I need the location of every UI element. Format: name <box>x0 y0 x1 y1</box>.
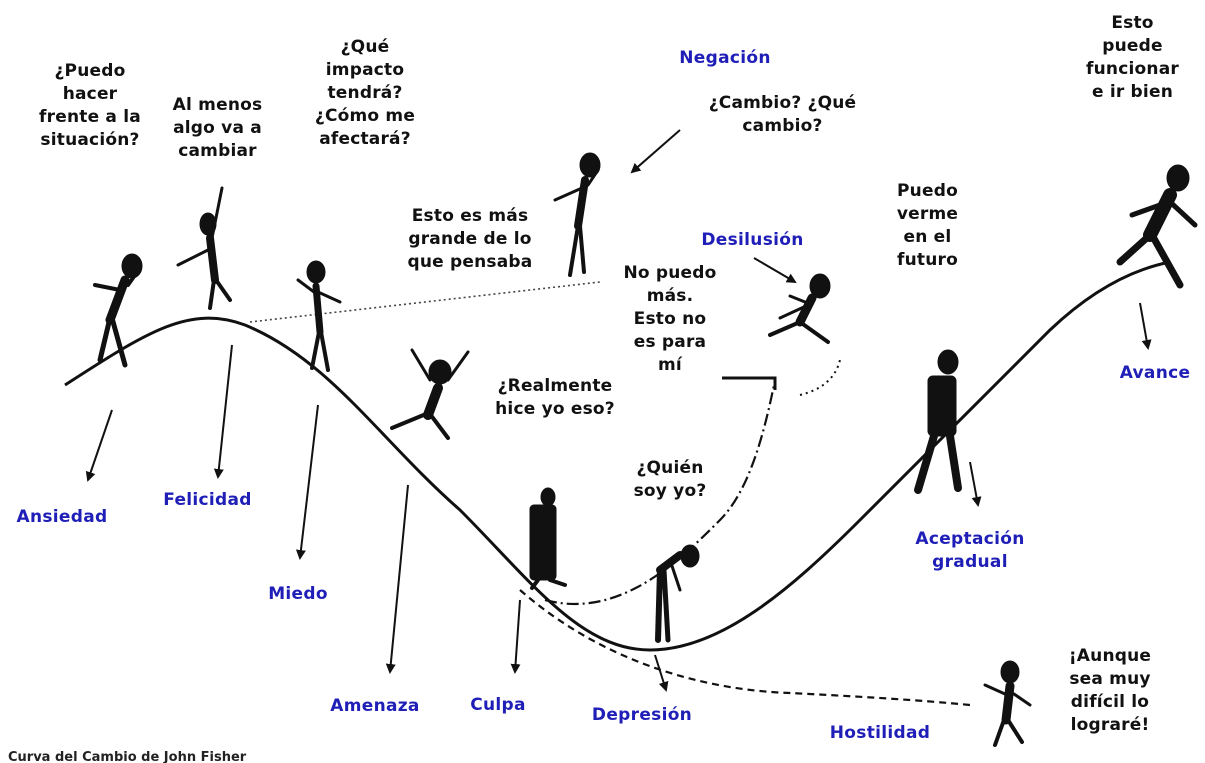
caption: Curva del Cambio de John Fisher <box>8 750 247 763</box>
figure-fear <box>296 260 342 372</box>
cliff-line <box>722 376 777 390</box>
figure-acceptance <box>914 349 962 494</box>
figure-hostility <box>983 660 1032 747</box>
figure-depression <box>655 544 700 643</box>
quote-aunque: ¡Aunque sea muy difícil lo lograré! <box>1068 646 1152 735</box>
label-miedo: Miedo <box>268 584 328 604</box>
figure-disillusion <box>768 273 831 344</box>
figures <box>93 152 1198 747</box>
quote-realmente: ¿Realmente hice yo eso? <box>495 376 615 419</box>
label-culpa: Culpa <box>470 695 526 715</box>
figure-guilt <box>529 487 567 590</box>
label-felicidad: Felicidad <box>163 490 252 510</box>
disillusion-dashdot-line <box>544 379 777 606</box>
label-arrows <box>85 129 1152 692</box>
figure-progress <box>1116 164 1198 289</box>
quote-no-puedo: No puedo más. Esto no es para mí <box>623 263 717 375</box>
quote-que-impacto: ¿Qué impacto tendrá? ¿Cómo me afectará? <box>314 37 416 149</box>
figure-denial <box>553 152 601 277</box>
label-negacion: Negación <box>679 48 771 68</box>
disillusion-dotted-line <box>799 359 841 396</box>
label-amenaza: Amenaza <box>330 696 420 716</box>
quote-quien-soy: ¿Quién soy yo? <box>633 458 707 501</box>
quote-esto-es-mas: Esto es más grande de lo que pensaba <box>407 206 533 272</box>
figure-happiness <box>176 186 232 310</box>
label-desilusion: Desilusión <box>701 230 804 250</box>
label-hostilidad: Hostilidad <box>829 723 931 743</box>
label-ansiedad: Ansiedad <box>16 507 108 527</box>
quote-puedo-hacer: ¿Puedo hacer frente a la situación? <box>39 61 141 150</box>
figure-threat <box>390 348 470 440</box>
label-avance: Avance <box>1119 363 1191 383</box>
figure-anxiety <box>93 253 143 368</box>
quote-al-menos: Al menos algo va a cambiar <box>172 95 263 161</box>
hostility-dashed-line <box>519 589 971 707</box>
quote-esto-puede: Esto puede funcionar e ir bien <box>1086 13 1179 102</box>
quote-cambio: ¿Cambio? ¿Qué cambio? <box>708 93 857 136</box>
label-aceptacion: Aceptación gradual <box>915 529 1025 572</box>
denial-dotted-line <box>249 281 601 323</box>
change-curve <box>64 260 1171 652</box>
quote-puedo-verme: Puedo verme en el futuro <box>896 181 959 270</box>
label-depresion: Depresión <box>591 705 693 725</box>
